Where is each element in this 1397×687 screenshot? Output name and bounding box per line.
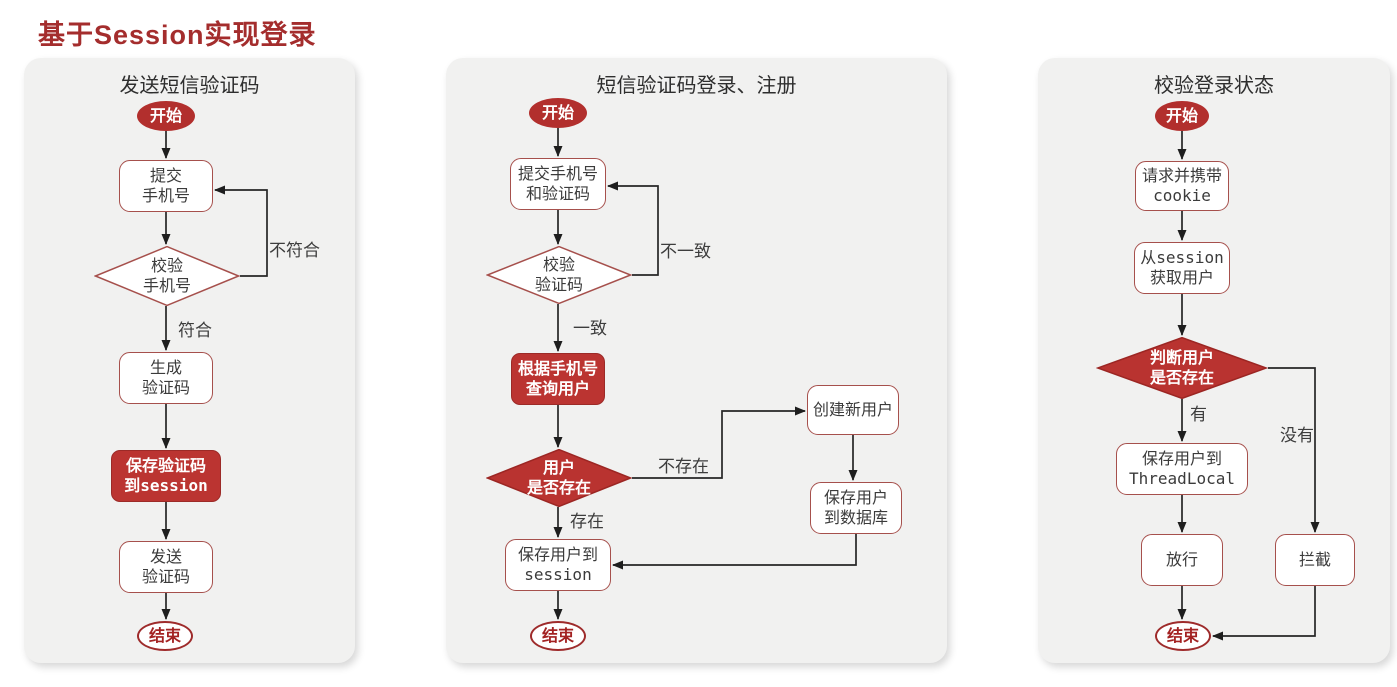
node-check-phone-diamond: 校验 手机号 (94, 246, 240, 306)
node-end-1: 结束 (137, 621, 193, 651)
node-submit-phone: 提交 手机号 (119, 160, 213, 212)
diamond-shape (486, 246, 632, 304)
node-save-user-db: 保存用户 到数据库 (810, 482, 902, 534)
edge-label-match: 符合 (178, 321, 212, 340)
node-judge-user-diamond: 判断用户 是否存在 (1096, 337, 1268, 399)
node-generate-code: 生成 验证码 (119, 352, 213, 404)
panel-login-register-title: 短信验证码登录、注册 (596, 75, 797, 97)
node-request-cookie: 请求并携带 cookie (1135, 161, 1229, 211)
node-get-user-session: 从session 获取用户 (1134, 242, 1230, 294)
edge-label-consistent: 一致 (573, 319, 607, 338)
node-check-code-diamond: 校验 验证码 (486, 246, 632, 304)
edge-label-inconsistent: 不一致 (660, 242, 711, 261)
panel-send-sms-code-title: 发送短信验证码 (119, 75, 260, 97)
node-send-code: 发送 验证码 (119, 541, 213, 593)
diamond-shape (486, 449, 632, 507)
node-save-threadlocal: 保存用户到 ThreadLocal (1116, 443, 1248, 495)
edge-label-mismatch: 不符合 (269, 241, 320, 260)
node-user-exists-diamond: 用户 是否存在 (486, 449, 632, 507)
node-start-2: 开始 (529, 98, 587, 128)
node-create-user: 创建新用户 (807, 385, 899, 435)
edge-label-not-exists: 不存在 (658, 457, 709, 476)
edge-label-has: 有 (1190, 405, 1207, 424)
node-start-1: 开始 (137, 101, 195, 131)
node-end-3: 结束 (1155, 621, 1211, 651)
node-start-3: 开始 (1155, 101, 1209, 131)
panel-check-login-state-title: 校验登录状态 (1154, 75, 1274, 97)
diamond-shape (94, 246, 240, 306)
edge-label-none: 没有 (1280, 426, 1314, 445)
page-title: 基于Session实现登录 (38, 20, 317, 50)
node-pass: 放行 (1141, 534, 1223, 586)
edge-label-exists: 存在 (570, 512, 604, 531)
node-save-code-session: 保存验证码 到session (111, 450, 221, 502)
node-intercept: 拦截 (1275, 534, 1355, 586)
node-submit-phone-code: 提交手机号 和验证码 (510, 158, 606, 210)
diamond-shape (1096, 337, 1268, 399)
node-query-user: 根据手机号 查询用户 (511, 353, 605, 405)
node-save-user-session: 保存用户到 session (505, 539, 611, 591)
node-end-2: 结束 (530, 621, 586, 651)
